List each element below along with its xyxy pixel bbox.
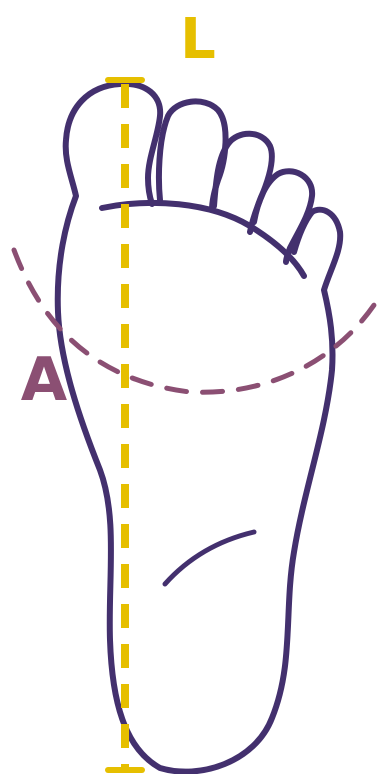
toe-crease-line: [102, 203, 304, 276]
foot-outline: [58, 84, 340, 772]
arch-line: [165, 532, 254, 584]
toe-3-outline: [214, 134, 272, 232]
length-label: L: [180, 7, 216, 72]
width-label: A: [21, 345, 68, 415]
